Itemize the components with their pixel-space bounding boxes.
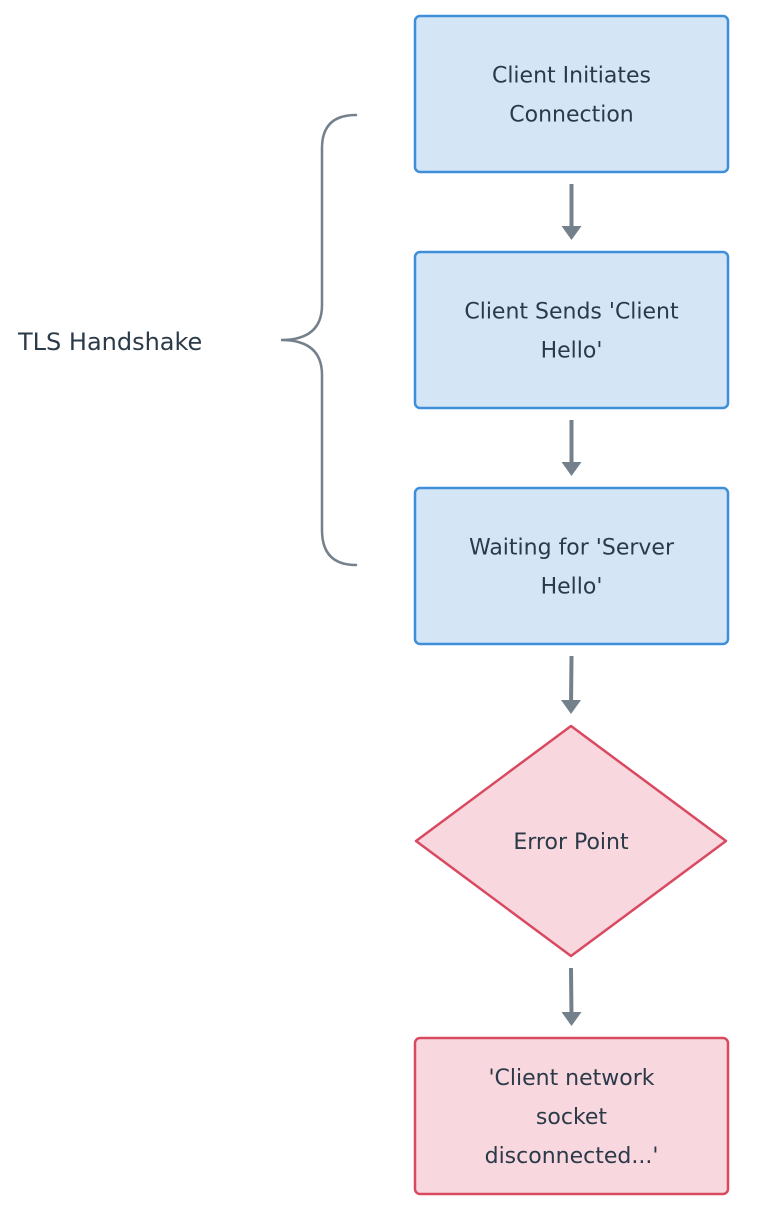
node-label-line: Hello' bbox=[541, 339, 603, 364]
flow-node-4: Error Point bbox=[414, 724, 728, 958]
node-label-line: socket bbox=[536, 1105, 608, 1130]
process-box bbox=[413, 1036, 730, 1196]
node-label-line: 'Client network bbox=[488, 1066, 654, 1091]
node-label-line: Connection bbox=[509, 103, 633, 128]
group-brace bbox=[280, 113, 358, 567]
process-box bbox=[413, 14, 730, 174]
node-label-line: Client Sends 'Client bbox=[464, 300, 679, 325]
node-label-line: Hello' bbox=[541, 575, 603, 600]
edge-arrow-3 bbox=[569, 655, 574, 707]
edge-arrowhead-3 bbox=[561, 700, 581, 714]
flow-node-5: 'Client network socket disconnected...' bbox=[413, 1036, 730, 1196]
edge-arrowhead-2 bbox=[561, 462, 582, 476]
node-label-line: Error Point bbox=[513, 830, 629, 855]
edges-layer bbox=[561, 184, 582, 1026]
node-label-line: Client Initiates bbox=[492, 64, 651, 89]
decision-diamond bbox=[414, 724, 728, 958]
edge-arrow-4 bbox=[569, 967, 574, 1019]
process-box bbox=[413, 486, 730, 646]
node-label-line: disconnected...' bbox=[485, 1144, 659, 1169]
edge-arrowhead-4 bbox=[561, 1012, 582, 1026]
node-label-line: Waiting for 'Server bbox=[469, 536, 675, 561]
group-label: TLS Handshake bbox=[17, 328, 202, 356]
edge-arrowhead-1 bbox=[561, 226, 582, 240]
process-box bbox=[413, 250, 730, 410]
